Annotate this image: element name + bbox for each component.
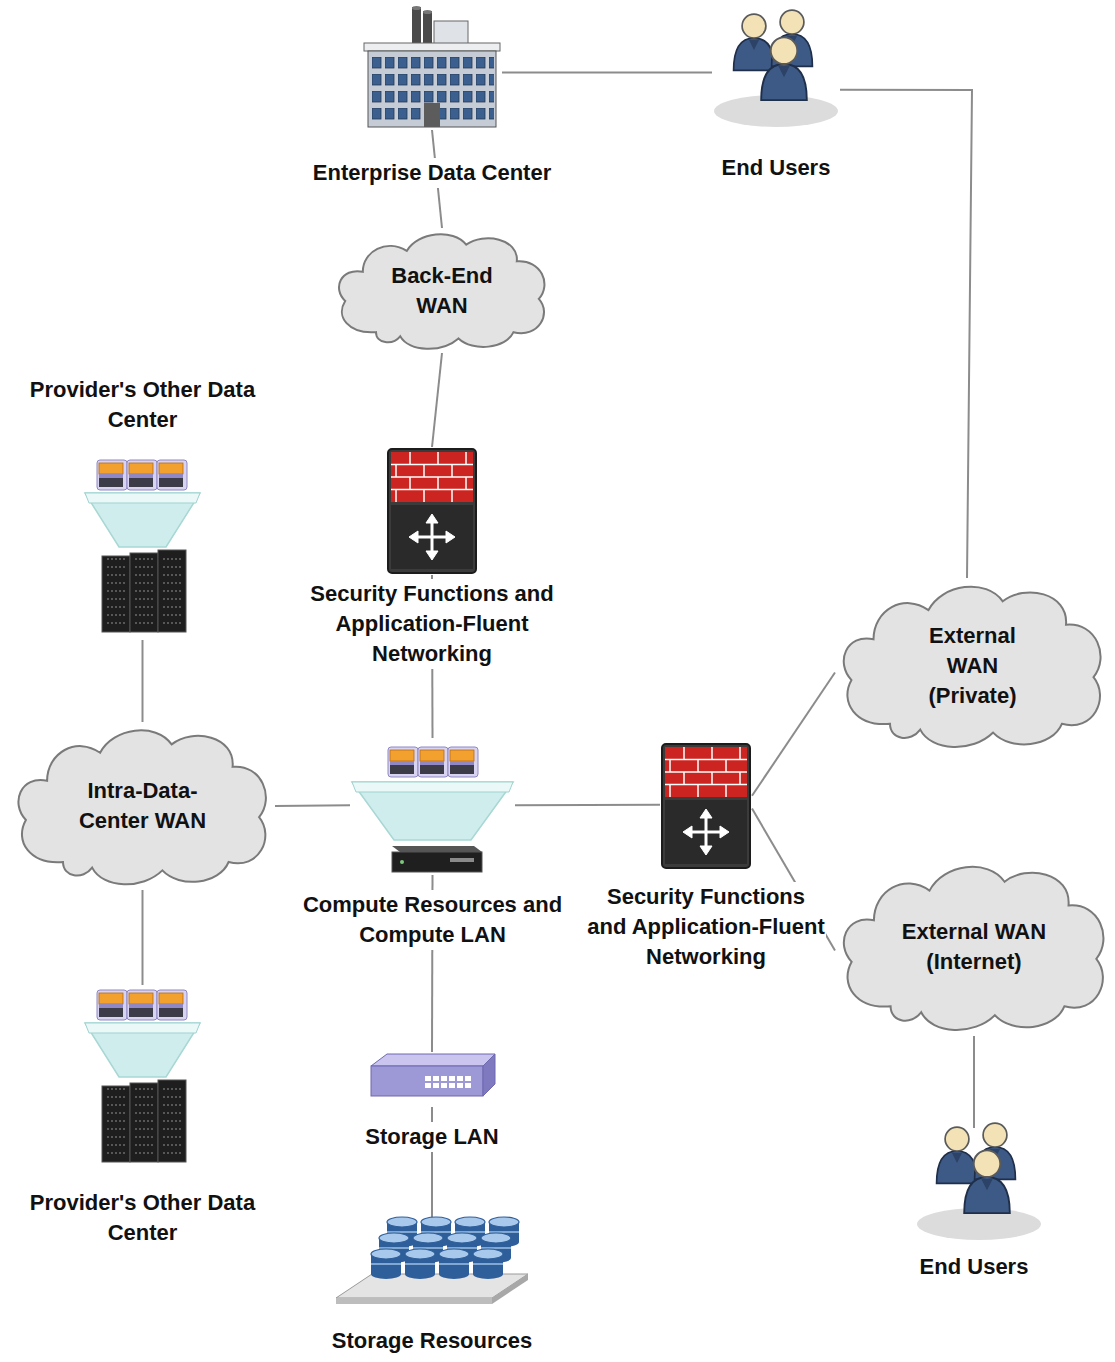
wan-cloud: Back-End WAN: [332, 228, 552, 353]
cloud-label: External WAN (Internet): [874, 917, 1074, 977]
node-label: Security Functions and Application-Fluen…: [586, 882, 826, 972]
cloud-text-area: External WAN (Internet): [835, 858, 1113, 1036]
cloud-shape: [332, 228, 552, 353]
cloud-outline: [844, 867, 1104, 1030]
wan-cloud: External WAN (Internet): [835, 858, 1113, 1036]
firewall-icon: [660, 742, 752, 870]
data-center-icon: [362, 5, 502, 130]
cloud-text-area: External WAN (Private): [835, 578, 1110, 753]
node-label: Security Functions and Application-Fluen…: [307, 579, 557, 669]
switch-icon: [367, 1052, 497, 1107]
connector-line: [142, 890, 144, 985]
cloud-label: Intra-Data-Center WAN: [63, 776, 223, 836]
connector-line: [502, 72, 712, 74]
node-label: End Users: [676, 153, 876, 183]
node-label: Storage Resources: [302, 1326, 562, 1356]
connector-line: [515, 804, 660, 806]
connector-line: [142, 640, 144, 722]
cloud-outline: [844, 587, 1101, 747]
node-label: Enterprise Data Center: [272, 158, 592, 188]
cloud-label: External WAN (Private): [910, 621, 1035, 711]
data-center-icon: [80, 985, 205, 1170]
data-center-icon: [80, 455, 205, 640]
network-element: Enterprise Data Center: [362, 5, 502, 130]
cloud-shape: [10, 722, 275, 890]
cloud-label: Back-End WAN: [377, 261, 507, 321]
cloud-shape: [835, 858, 1113, 1036]
network-element: Security Functions and Application-Fluen…: [386, 447, 478, 575]
connector-line: [752, 673, 835, 796]
cloud-text-area: Back-End WAN: [332, 228, 552, 353]
network-element: Storage LAN: [367, 1052, 497, 1107]
connector-line: [432, 353, 442, 447]
cloud-outline: [339, 234, 544, 349]
node-label: Storage LAN: [332, 1122, 532, 1152]
connector-line: [973, 1036, 975, 1128]
cloud-outline: [18, 730, 265, 884]
network-element: Storage Resources: [332, 1218, 532, 1318]
connector-line: [275, 804, 350, 807]
wan-cloud: Intra-Data-Center WAN: [10, 722, 275, 890]
network-element: Compute Resources and Compute LAN: [350, 738, 515, 875]
users-icon: [712, 15, 840, 130]
node-label: Compute Resources and Compute LAN: [298, 890, 568, 950]
network-element: Provider's Other Data Center: [80, 985, 205, 1170]
network-element: End Users: [712, 15, 840, 130]
node-label: End Users: [874, 1252, 1074, 1282]
network-element: End Users: [915, 1128, 1033, 1236]
compute-icon: [350, 738, 515, 875]
users-icon: [915, 1128, 1033, 1236]
node-label: Provider's Other Data Center: [23, 1188, 263, 1248]
node-label: Provider's Other Data Center: [23, 375, 263, 435]
network-element: Provider's Other Data Center: [80, 455, 205, 640]
storage-icon: [332, 1218, 532, 1318]
cloud-text-area: Intra-Data-Center WAN: [10, 722, 275, 890]
wan-cloud: External WAN (Private): [835, 578, 1110, 753]
firewall-icon: [386, 447, 478, 575]
network-element: Security Functions and Application-Fluen…: [660, 742, 752, 870]
